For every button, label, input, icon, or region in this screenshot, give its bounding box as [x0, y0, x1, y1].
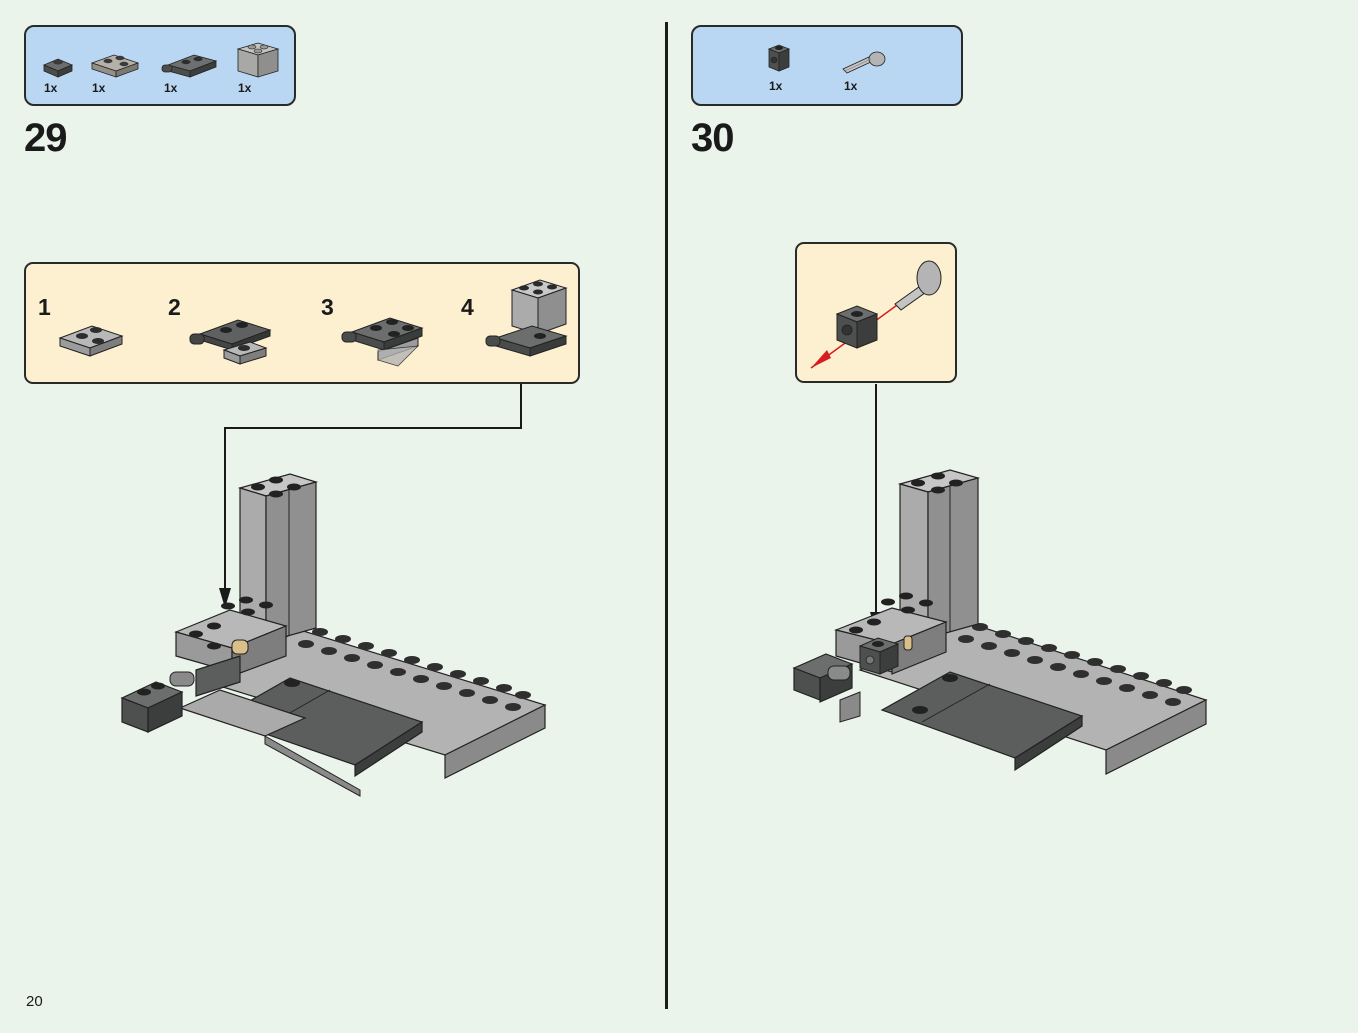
- step-number-29: 29: [24, 116, 67, 160]
- light-gray-pin-icon: [842, 51, 886, 74]
- page-number: 20: [26, 993, 43, 1010]
- substep-1-assembly-icon: [58, 325, 124, 357]
- page-divider: [665, 22, 668, 1009]
- parts-list-step-30: 1x 1x: [691, 25, 963, 106]
- pin-insertion-detail-icon: [810, 260, 942, 369]
- substep-2-assembly-icon: [189, 319, 272, 365]
- substep-4-assembly-icon: [485, 279, 568, 357]
- dark-gray-brick-studs-icon: [767, 44, 791, 72]
- step-number-30: 30: [691, 116, 734, 160]
- part-qty: 1x: [92, 81, 106, 95]
- substep-box-step-29: 1 2 3 4: [24, 262, 580, 384]
- light-gray-plate-corner-icon: [90, 54, 140, 78]
- light-gray-brick-2x2-icon: [236, 42, 280, 78]
- part-qty: 1x: [769, 79, 783, 93]
- substep-number: 2: [168, 294, 181, 320]
- substep-number: 3: [321, 294, 334, 320]
- substep-3-assembly-icon: [341, 317, 424, 367]
- dark-gray-plate-1x1-icon: [42, 58, 74, 78]
- part-qty: 1x: [44, 81, 58, 95]
- part-qty: 1x: [844, 79, 858, 93]
- step-30-model-illustration: [792, 469, 1208, 775]
- dark-gray-plate-clip-icon: [161, 54, 218, 78]
- parts-list-step-29: 1x 1x 1x 1x: [24, 25, 296, 106]
- part-qty: 1x: [164, 81, 178, 95]
- part-qty: 1x: [238, 81, 252, 95]
- substep-number: 1: [38, 294, 51, 320]
- step-29-model-illustration: [120, 473, 547, 797]
- substep-box-step-30: [795, 242, 957, 383]
- substep-number: 4: [461, 294, 474, 320]
